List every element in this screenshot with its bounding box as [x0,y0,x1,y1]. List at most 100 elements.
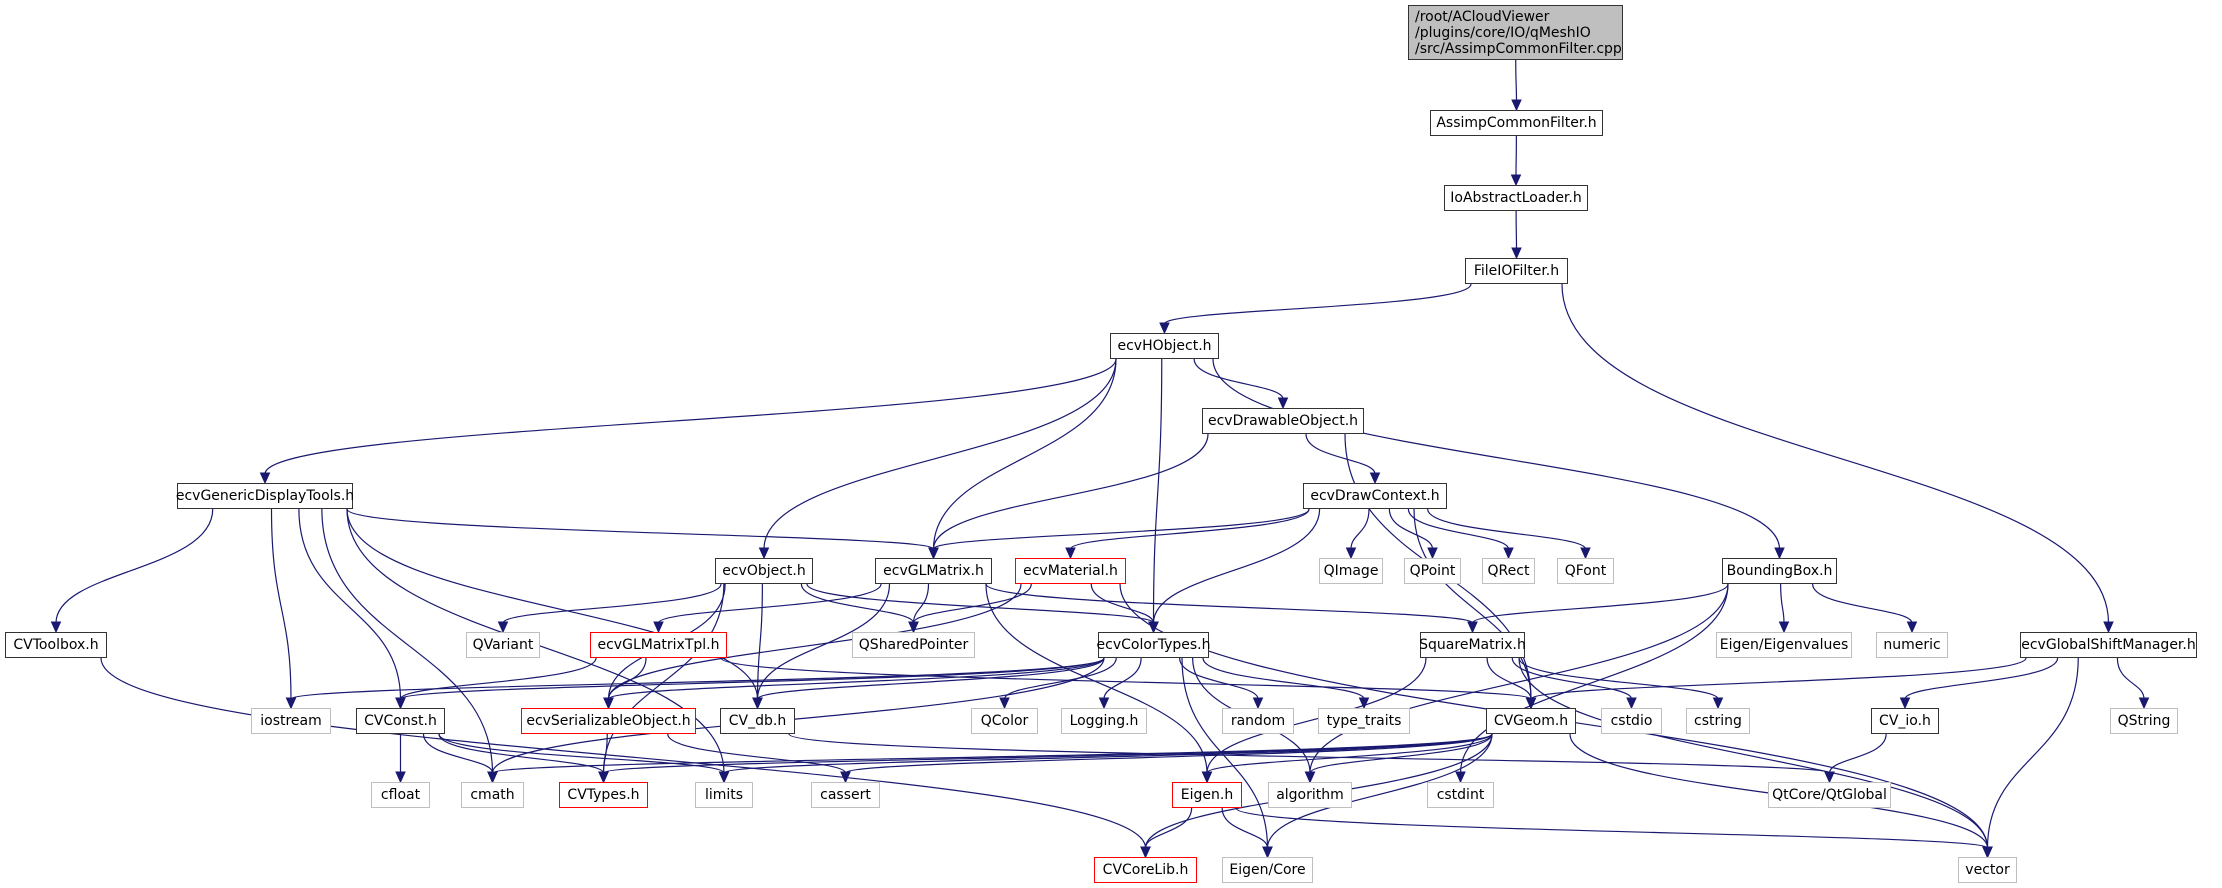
edge-ecvglmatrixtpl-to-ecvserializableobject [607,657,647,700]
edge-ecvgenericdisplaytools-to-cmath [321,508,494,774]
edge-ecvcolortypes-to-logging [1103,657,1142,700]
arrowhead-icon [598,771,609,784]
node-ecvcolortypes[interactable]: ecvColorTypes.h [1097,632,1210,658]
arrowhead-icon [1774,547,1785,560]
edges-layer [50,59,2150,859]
edge-cvgeom-to-limits [723,733,1493,774]
arrowhead-icon [1345,547,1357,560]
arrowhead-icon [1304,771,1316,784]
edge-ecvglmatrixtpl-to-cvconst [399,657,597,700]
edge-ecvgenericdisplaytools-to-ecvglmatrix [346,508,935,550]
node-qtglobal: QtCore/QtGlobal [1768,782,1891,808]
edge-ecvmaterial-to-qsharedpointer [912,583,1032,624]
arrowhead-icon [487,771,498,784]
arrowhead-icon [1824,771,1835,784]
edge-cvgeom-to-cassert [844,733,1493,774]
arrowhead-icon [908,621,919,634]
node-ecvdrawcontext[interactable]: ecvDrawContext.h [1303,483,1447,509]
edge-ecvdrawcontext-to-qrect [1407,508,1510,550]
node-root[interactable]: /root/ACloudViewer /plugins/core/IO/qMes… [1408,5,1623,60]
node-ecvglmatrixtpl[interactable]: ecvGLMatrixTpl.h [590,632,727,658]
node-ioabstractloader[interactable]: IoAbstractLoader.h [1444,185,1588,211]
edge-ecvhobject-to-ecvgenericdisplaytools [264,358,1117,475]
node-cvcorelib[interactable]: CVCoreLib.h [1094,857,1197,883]
node-ecvobject[interactable]: ecvObject.h [715,558,813,584]
node-ecvglobalshiftmanager[interactable]: ecvGlobalShiftManager.h [2020,632,2197,658]
edge-ecvcolortypes-to-ecvserializableobject [607,657,1105,700]
node-squarematrix[interactable]: SquareMatrix.h [1419,632,1526,658]
edge-ecvglmatrix-to-qsharedpointer [912,583,930,624]
arrowhead-icon [2103,621,2114,634]
arrowhead-icon [1525,697,1537,710]
arrowhead-icon [1065,547,1076,560]
arrowhead-icon [1252,697,1264,710]
edge-ecvglmatrix-to-squarematrix [985,583,1474,624]
node-qpoint: QPoint [1404,558,1461,584]
edge-ecvdrawcontext-to-ecvmaterial [1069,508,1310,550]
edge-cvgeom-to-cmath [491,733,1493,774]
edge-ecvgenericdisplaytools-to-iostream [270,508,292,700]
node-cvconst[interactable]: CVConst.h [356,708,445,734]
edge-ecvglobalshiftmanager-to-vector [1986,657,2079,849]
edge-squarematrix-to-vector [1518,657,1989,849]
arrowhead-icon [840,771,851,784]
edge-ecvcolortypes-to-iostream [290,657,1105,700]
node-fileiofilter[interactable]: FileIOFilter.h [1465,258,1568,284]
edge-ecvobject-to-qsharedpointer [800,583,915,624]
arrowhead-icon [1580,547,1591,560]
edge-ecvdrawableobject-to-ecvdrawcontext [1305,433,1376,475]
node-qcolor: QColor [971,708,1038,734]
node-ecvmaterial[interactable]: ecvMaterial.h [1015,558,1126,584]
edge-ecvobject-to-cvtypes [602,583,725,774]
node-eigen[interactable]: Eigen.h [1172,782,1242,808]
node-assimpcommonfilter[interactable]: AssimpCommonFilter.h [1430,110,1603,136]
edge-ecvglobalshiftmanager-to-cvgeom [1530,657,2027,700]
node-iostream: iostream [251,708,331,734]
edge-ecvdrawcontext-to-qpoint [1388,508,1434,550]
arrowhead-icon [1511,247,1522,260]
node-ecvdrawableobject[interactable]: ecvDrawableObject.h [1202,408,1364,434]
node-cv_db[interactable]: CV_db.h [720,708,795,734]
node-cvtoolbox[interactable]: CVToolbox.h [5,632,107,658]
arrowhead-icon [285,697,297,710]
node-cmath: cmath [461,782,524,808]
edge-ecvdrawableobject-to-ecvglmatrix [932,433,1209,550]
arrowhead-icon [758,547,770,560]
arrowhead-icon [1467,621,1478,634]
node-boundingbox[interactable]: BoundingBox.h [1722,558,1837,584]
edge-fileiofilter-to-ecvhobject [1163,283,1472,325]
node-qsharedpointer: QSharedPointer [852,632,975,658]
node-qfont: QFont [1557,558,1614,584]
edge-ecvcolortypes-to-cmath [491,657,1105,774]
arrowhead-icon [603,697,614,710]
node-cstring: cstring [1686,708,1750,734]
arrowhead-icon [1899,697,1911,710]
arrowhead-icon [1427,547,1438,560]
arrowhead-icon [718,771,730,784]
edge-ecvdrawcontext-to-ecvglmatrix [932,508,1310,550]
edge-cvconst-to-cvtypes [438,733,605,774]
node-cvgeom[interactable]: CVGeom.h [1486,708,1576,734]
node-vector: vector [1958,857,2017,883]
node-cvtypes[interactable]: CVTypes.h [559,782,648,808]
arrowhead-icon [1159,322,1170,335]
edge-squarematrix-to-cstdio [1511,657,1633,700]
edge-ecvdrawcontext-to-cvgeom [1413,508,1532,700]
node-ecvserializableobject[interactable]: ecvSerializableObject.h [521,708,696,734]
edge-cv_io-to-qtglobal [1828,733,1887,774]
arrowhead-icon [497,621,509,634]
node-cv_io[interactable]: CV_io.h [1871,708,1939,734]
edge-ecvgenericdisplaytools-to-cv_db [346,508,759,700]
edge-cvconst-to-limits [438,733,725,774]
edge-ecvserializableobject-to-cassert [667,733,847,774]
node-ecvgenericdisplaytools[interactable]: ecvGenericDisplayTools.h [176,483,354,509]
node-qimage: QImage [1319,558,1383,584]
arrowhead-icon [1778,621,1790,634]
node-ecvhobject[interactable]: ecvHObject.h [1110,333,1219,359]
edge-squarematrix-to-cstring [1518,657,1719,700]
node-cassert: cassert [811,782,880,808]
arrowhead-icon [1712,697,1724,710]
node-ecvglmatrix[interactable]: ecvGLMatrix.h [875,558,992,584]
arrowhead-icon [395,697,406,710]
arrowhead-icon [1982,846,1993,859]
